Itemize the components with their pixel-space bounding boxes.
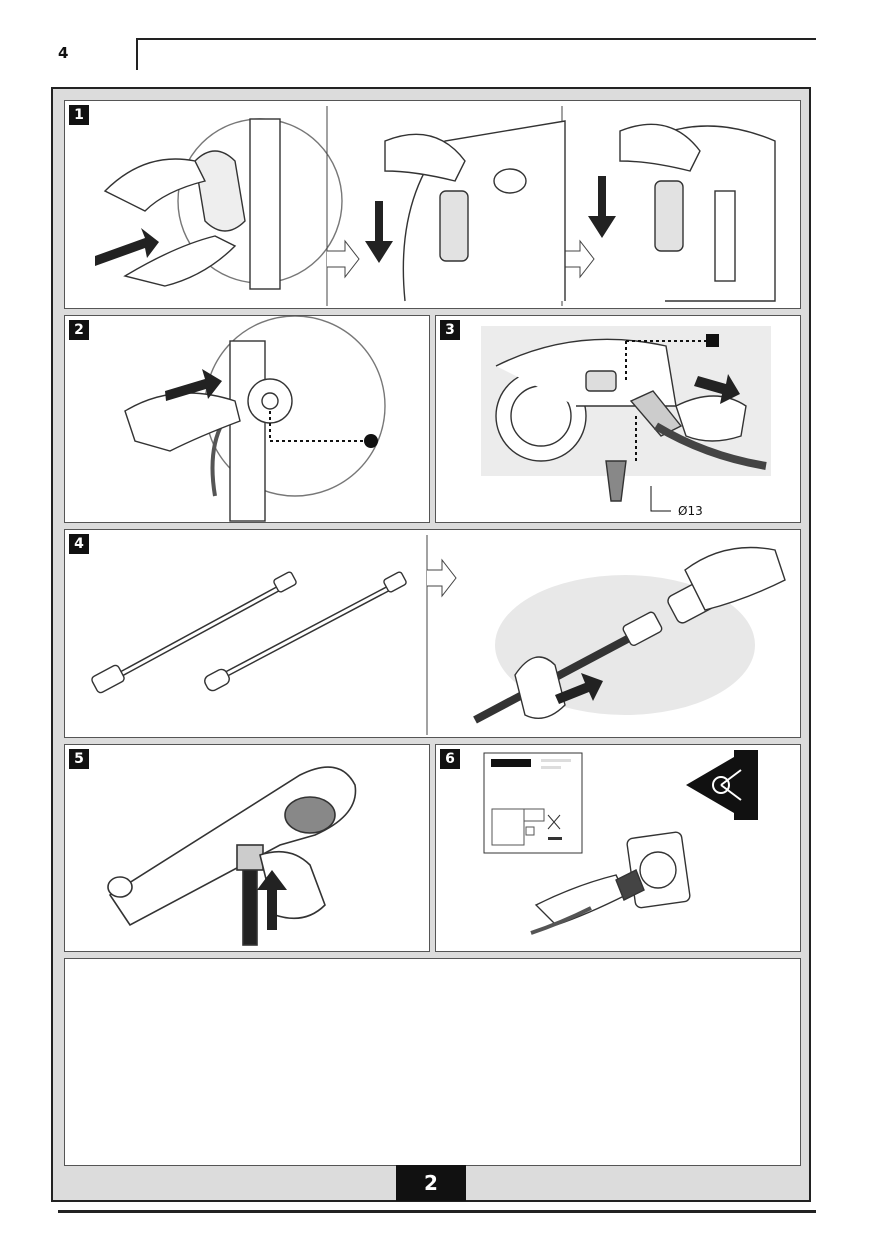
diameter-label: Ø13 <box>678 504 703 518</box>
next-arrow-icon <box>427 558 457 598</box>
step-3-label: 3 <box>440 320 460 340</box>
step-1-panel: 1 <box>64 100 801 309</box>
inspect-eye-icon <box>686 750 746 820</box>
step-5-panel: 5 <box>64 744 430 952</box>
arrow-icon <box>694 374 740 404</box>
arrow-icon <box>555 673 603 704</box>
square-marker-icon <box>706 334 719 347</box>
header-rule <box>136 38 816 70</box>
bottom-rule <box>58 1210 816 1213</box>
illustration-frame: 1 <box>51 87 811 1202</box>
down-arrow-icon <box>588 176 616 238</box>
page-number: 4 <box>58 44 69 62</box>
next-arrow-icon <box>562 239 595 279</box>
brand-logo <box>491 759 531 767</box>
arrow-icon <box>165 369 222 401</box>
step-2-panel: 2 <box>64 315 430 523</box>
dot-marker-icon <box>364 434 378 448</box>
down-arrow-icon <box>365 201 393 263</box>
step-3-illustration <box>481 326 771 512</box>
step-3-panel: 3 Ø13 <box>435 315 801 523</box>
notes-panel <box>64 958 801 1166</box>
step-1-label: 1 <box>69 105 89 125</box>
up-arrow-icon <box>257 870 287 930</box>
arrow-icon <box>95 228 159 266</box>
step-4-illustration <box>91 535 786 735</box>
section-tab: 2 <box>396 1165 466 1201</box>
step-4-panel: 4 <box>64 529 801 738</box>
step-6-illustration <box>483 750 758 935</box>
step-5-illustration <box>107 766 357 946</box>
step-6-label: 6 <box>440 749 460 769</box>
next-arrow-icon <box>327 239 360 279</box>
step-4-label: 4 <box>69 534 89 554</box>
step-1-illustration <box>95 106 776 306</box>
step-2-label: 2 <box>69 320 89 340</box>
step-5-label: 5 <box>69 749 89 769</box>
step-6-panel: 6 <box>435 744 801 952</box>
step-2-illustration <box>124 316 386 522</box>
